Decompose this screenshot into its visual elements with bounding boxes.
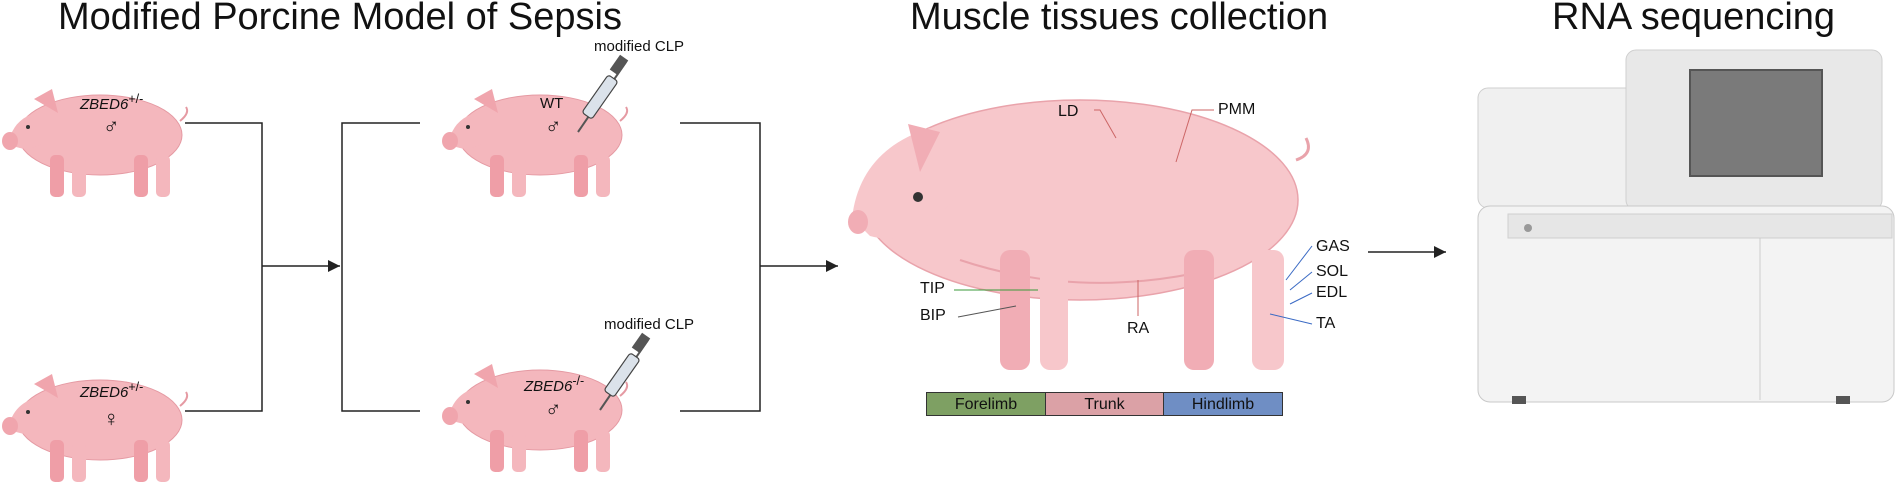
female-symbol: ♀ bbox=[103, 406, 120, 431]
muscle-label-ta: TA bbox=[1316, 315, 1336, 332]
procedure-label: modified CLP bbox=[594, 38, 685, 55]
connector-lines bbox=[185, 122, 1446, 412]
pig-top-left-genotype: ZBED6+/- bbox=[80, 92, 144, 113]
region-trunk: Trunk bbox=[1045, 392, 1164, 416]
male-symbol: ♂ bbox=[103, 113, 120, 138]
male-symbol: ♂ bbox=[545, 396, 562, 421]
muscle-label-tip: TIP bbox=[920, 280, 945, 297]
sequencer-machine bbox=[1477, 49, 1895, 404]
syringe-icon bbox=[599, 331, 652, 411]
muscle-label-pmm: PMM bbox=[1218, 101, 1256, 118]
region-hindlimb: Hindlimb bbox=[1163, 392, 1283, 416]
muscle-label-gas: GAS bbox=[1316, 238, 1350, 255]
muscle-label-ld: LD bbox=[1058, 103, 1079, 120]
muscle-leader-lines bbox=[954, 109, 1313, 325]
procedure-label: modified CLP bbox=[604, 316, 695, 333]
pig-bottom-left-genotype: ZBED6+/- bbox=[80, 380, 144, 401]
title-collection: Muscle tissues collection bbox=[910, 0, 1329, 38]
muscle-label-bip: BIP bbox=[920, 307, 946, 324]
muscle-label-edl: EDL bbox=[1316, 284, 1348, 301]
muscle-label-ra: RA bbox=[1127, 320, 1150, 337]
pig-bottom-right-genotype: ZBED6-/- bbox=[524, 374, 585, 395]
region-forelimb: Forelimb bbox=[926, 392, 1046, 416]
large-pig bbox=[848, 99, 1310, 370]
male-symbol: ♂ bbox=[545, 113, 562, 138]
pig-top-right-genotype: WT bbox=[540, 95, 564, 112]
muscle-label-sol: SOL bbox=[1316, 263, 1349, 280]
title-sequencing: RNA sequencing bbox=[1552, 0, 1836, 38]
title-model: Modified Porcine Model of Sepsis bbox=[58, 0, 622, 38]
